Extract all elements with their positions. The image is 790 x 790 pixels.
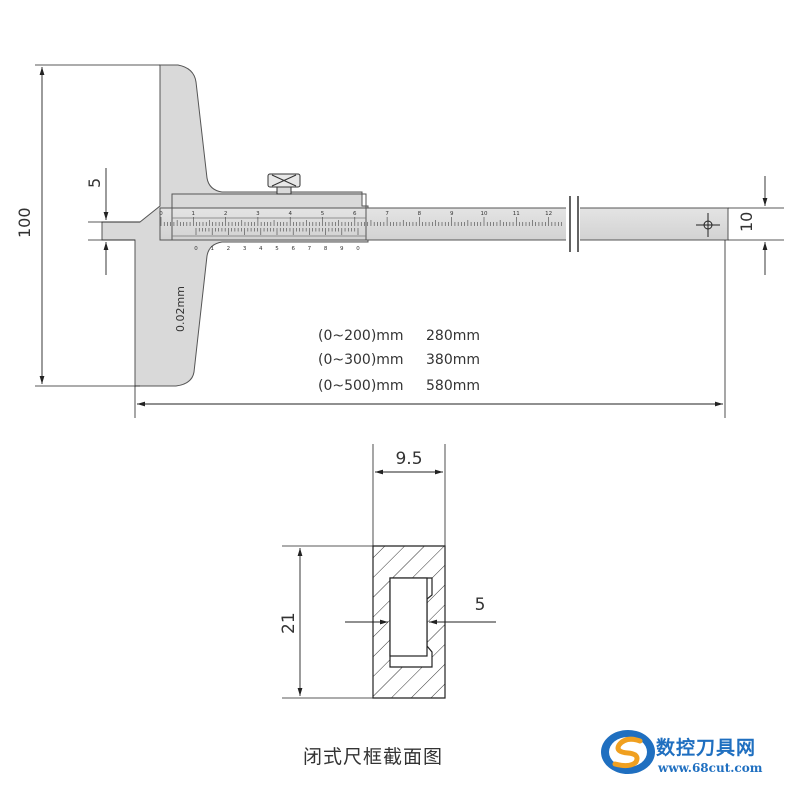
vernier-scale: 0 1 2 3 4 5 6 7 8 9 0 xyxy=(194,228,360,252)
main-scale-number: 12 xyxy=(545,211,552,217)
dim-width-label: 9.5 xyxy=(395,449,422,469)
main-scale-number: 7 xyxy=(385,211,389,217)
dim-width-9-5: 9.5 xyxy=(372,444,446,546)
dim-beam-10: 10 xyxy=(728,176,784,275)
site-watermark: 数控刀具网 www.68cut.com xyxy=(601,730,763,775)
main-scale-number: 10 xyxy=(481,211,488,217)
site-logo-icon xyxy=(601,730,655,774)
watermark-url: www.68cut.com xyxy=(657,761,763,775)
vernier-number: 5 xyxy=(275,246,279,252)
main-scale-number: 3 xyxy=(256,211,260,217)
vernier-number: 8 xyxy=(324,246,328,252)
section-insert xyxy=(389,577,428,657)
length-table: (0~200)mm 280mm (0~300)mm 380mm (0~500)m… xyxy=(318,328,480,394)
vernier-number: 0 xyxy=(194,246,198,252)
main-scale-number: 4 xyxy=(288,211,292,217)
vernier-number: 7 xyxy=(308,246,312,252)
main-scale-number: 11 xyxy=(513,211,520,217)
main-scale-number: 1 xyxy=(192,211,196,217)
vernier-number: 9 xyxy=(340,246,344,252)
main-scale-number: 5 xyxy=(321,211,325,217)
length-value-2: 380mm xyxy=(426,352,480,368)
vernier-number: 2 xyxy=(227,246,231,252)
dim-height-21-label: 21 xyxy=(279,612,299,634)
section-view: 9.5 21 5 闭式尺框截面图 xyxy=(279,444,496,768)
length-range-2: (0~300)mm xyxy=(318,352,404,368)
vernier-number: 4 xyxy=(259,246,263,252)
vernier-number: 6 xyxy=(291,246,295,252)
length-range-1: (0~200)mm xyxy=(318,328,404,344)
dim-height-label: 100 xyxy=(15,207,34,238)
main-scale-number: 0 xyxy=(159,211,163,217)
length-range-3: (0~500)mm xyxy=(318,378,404,394)
dim-beam-label: 10 xyxy=(737,212,756,232)
dim-height-100: 100 xyxy=(15,64,160,387)
dim-overall-length xyxy=(134,240,726,418)
dim-height-21: 21 xyxy=(279,545,373,699)
length-value-3: 580mm xyxy=(426,378,480,394)
main-scale-number: 6 xyxy=(353,211,357,217)
vernier-frame xyxy=(171,193,367,241)
jaw-label: 0.02mm xyxy=(174,286,187,332)
dim-slot-5: 5 xyxy=(345,595,496,625)
main-scale-number: 8 xyxy=(418,211,422,217)
main-scale-number: 2 xyxy=(224,211,228,217)
main-scale-number: 9 xyxy=(450,211,454,217)
vernier-number: 3 xyxy=(243,246,247,252)
dim-base-label: 5 xyxy=(85,178,104,188)
dim-base-5: 5 xyxy=(85,168,140,275)
length-value-1: 280mm xyxy=(426,328,480,344)
vernier-number: 1 xyxy=(210,246,214,252)
vernier-number: 0 xyxy=(356,246,360,252)
section-caption: 闭式尺框截面图 xyxy=(303,746,443,768)
dim-slot-label: 5 xyxy=(475,595,486,615)
locking-screw-icon xyxy=(267,173,301,195)
crosshair-mark-icon xyxy=(696,213,720,237)
watermark-name: 数控刀具网 xyxy=(656,736,756,759)
